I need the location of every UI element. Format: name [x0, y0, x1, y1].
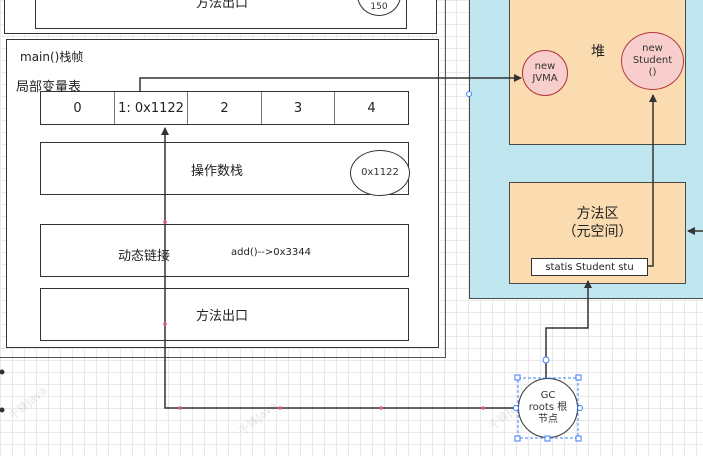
local-var-slot[interactable]: 0 — [41, 92, 115, 124]
heap-object-jvma[interactable]: new JVMA — [522, 50, 568, 96]
heap-label: 堆 — [591, 44, 605, 60]
waypoint-dot — [163, 322, 167, 326]
local-var-slot[interactable]: 4 — [367, 100, 376, 116]
rotate-handle — [542, 356, 550, 364]
waypoint-dots — [163, 220, 485, 410]
arrow-static-to-student — [648, 94, 657, 267]
resize-handle — [544, 435, 551, 442]
dynamic-link-value: add()-->0x3344 — [231, 247, 311, 258]
arrow-slot-to-jvma — [139, 74, 522, 91]
dynamic-link-box[interactable]: 动态链接 add()-->0x3344 — [40, 224, 409, 277]
resize-handle — [575, 374, 582, 381]
resize-handle — [514, 374, 521, 381]
local-var-slot[interactable]: 1: 0x1122 — [115, 92, 188, 124]
waypoint-dot — [379, 406, 383, 410]
resize-handle — [514, 435, 521, 442]
static-var-label: statis Student stu — [545, 261, 634, 273]
operand-stack-box[interactable]: 操作数栈 — [40, 142, 409, 195]
waypoint-dot — [481, 406, 485, 410]
dynamic-link-label: 动态链接 — [118, 249, 171, 264]
bullet-dot — [0, 407, 5, 413]
arrow-gc-to-static — [545, 280, 592, 378]
thread-stack-outer — [0, 0, 446, 358]
waypoint-dot — [278, 406, 282, 410]
heap-object-student-label: new Student () — [632, 43, 673, 78]
method-exit-label: 方法出口 — [196, 309, 249, 324]
resize-handle — [575, 435, 582, 442]
waypoint-dot — [178, 406, 182, 410]
main-frame-title: main()栈帧 — [20, 50, 84, 64]
bullet-dot — [0, 369, 5, 375]
method-exit-box[interactable]: 方法出口 — [40, 288, 409, 341]
waypoint-dot — [163, 220, 167, 224]
operand-value-label: 0x1122 — [361, 167, 399, 178]
operand-stack-label: 操作数栈 — [191, 164, 244, 179]
operand-value-circle[interactable]: 0x1122 — [350, 150, 410, 196]
gc-roots-node[interactable]: GC roots 根 节点 — [518, 378, 578, 438]
local-vars-table: 0 1: 0x1122 2 3 4 — [40, 91, 409, 125]
method-area-title: 方法区 （元空间） — [562, 206, 633, 240]
heap-object-jvma-label: new JVMA — [532, 61, 558, 84]
connection-point — [466, 91, 472, 97]
top-method-exit-box[interactable]: 方法出口 — [35, 0, 407, 29]
heap-object-student[interactable]: new Student () — [621, 32, 684, 90]
local-var-slot[interactable]: 3 — [262, 92, 335, 124]
top-value-circle-label: 150 — [370, 2, 388, 12]
gc-roots-label: GC roots 根 节点 — [528, 390, 568, 425]
static-var-box[interactable]: statis Student stu — [531, 258, 648, 276]
connection-point — [513, 405, 519, 411]
local-var-slot[interactable]: 2 — [188, 92, 262, 124]
top-method-exit-label: 方法出口 — [196, 0, 249, 11]
connection-point — [577, 405, 583, 411]
